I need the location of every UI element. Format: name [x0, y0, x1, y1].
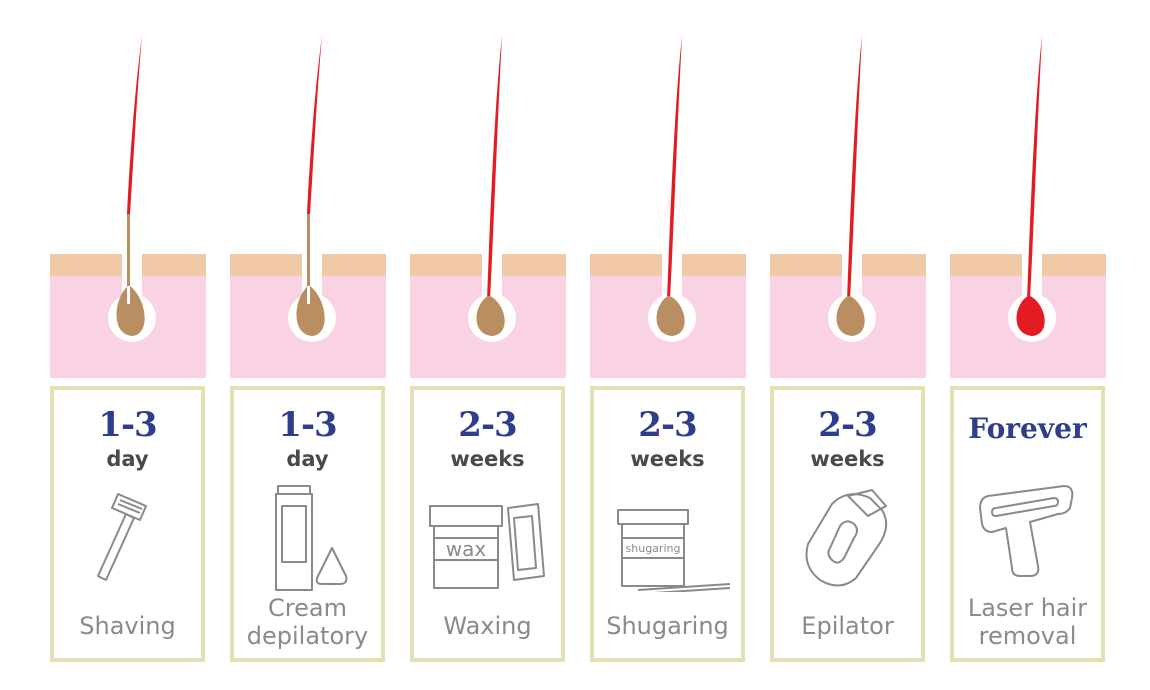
wax-jar-icon: wax [429, 503, 545, 589]
duration-unit: weeks [450, 447, 525, 471]
hair-root [296, 214, 325, 336]
skin-hair-cross-section [590, 36, 746, 378]
method-label: Shugaring [606, 612, 729, 640]
method-card: 2-3 weeks wax Waxing [410, 386, 565, 662]
jar-label-text: shugaring [626, 542, 681, 555]
duration-unit: day [106, 447, 149, 471]
hair-shaft [1027, 36, 1042, 300]
method-card: Forever Laser hair removal [950, 386, 1105, 662]
hair-root [1016, 296, 1045, 336]
skin-hair-cross-section [230, 36, 386, 378]
hair-shaft [847, 36, 862, 300]
duration-value: 2-3 [458, 405, 517, 445]
method-column-shaving: 1-3 day Shaving [50, 0, 210, 690]
method-label: Laser hair removal [954, 594, 1101, 650]
duration-value: Forever [968, 412, 1087, 445]
duration-value: 1-3 [98, 405, 157, 445]
method-label: Shaving [79, 612, 176, 640]
epilator-icon [805, 489, 888, 587]
hair-root [476, 296, 505, 336]
method-label-line: removal [978, 622, 1077, 650]
method-label-line: Cream [268, 594, 347, 622]
duration-value: 1-3 [278, 405, 337, 445]
duration-unit: day [286, 447, 329, 471]
duration-value: 2-3 [638, 405, 697, 445]
hair-root [656, 296, 685, 336]
razor-icon [97, 493, 147, 581]
method-card: 2-3 weeks shugaring Shugaring [590, 386, 745, 662]
method-card: 1-3 day Cream depilatory [230, 386, 385, 662]
method-label: Waxing [443, 612, 532, 640]
method-column-cream-depilatory: 1-3 day Cream depilatory [230, 0, 390, 690]
hair-shaft [307, 36, 322, 214]
method-column-waxing: 2-3 weeks wax Waxing [410, 0, 570, 690]
duration-unit: weeks [630, 447, 705, 471]
jar-label-text: wax [446, 537, 487, 561]
method-label-line: Laser hair [967, 594, 1088, 622]
cream-tube-icon [275, 485, 348, 591]
laser-device-icon [979, 485, 1074, 577]
skin-hair-cross-section [770, 36, 926, 378]
hair-shaft [487, 36, 502, 300]
skin-hair-cross-section [410, 36, 566, 378]
skin-hair-cross-section [50, 36, 206, 378]
method-column-epilator: 2-3 weeks Epilator [770, 0, 930, 690]
duration-unit: weeks [810, 447, 885, 471]
method-column-shugaring: 2-3 weeks shugaring Shugaring [590, 0, 750, 690]
method-label: Epilator [801, 612, 894, 640]
skin-hair-cross-section [950, 36, 1106, 378]
hair-shaft [127, 36, 142, 214]
method-label-line: depilatory [246, 622, 369, 650]
hair-root [836, 296, 865, 336]
hair-shaft [667, 36, 682, 300]
method-card: 2-3 weeks Epilator [770, 386, 925, 662]
method-label: Cream depilatory [234, 594, 381, 650]
method-card: 1-3 day Shaving [50, 386, 205, 662]
method-column-laser-hair-removal: Forever Laser hair removal [950, 0, 1110, 690]
hair-root [116, 214, 145, 336]
sugar-paste-jar-icon: shugaring [617, 509, 731, 592]
duration-value: 2-3 [818, 405, 877, 445]
